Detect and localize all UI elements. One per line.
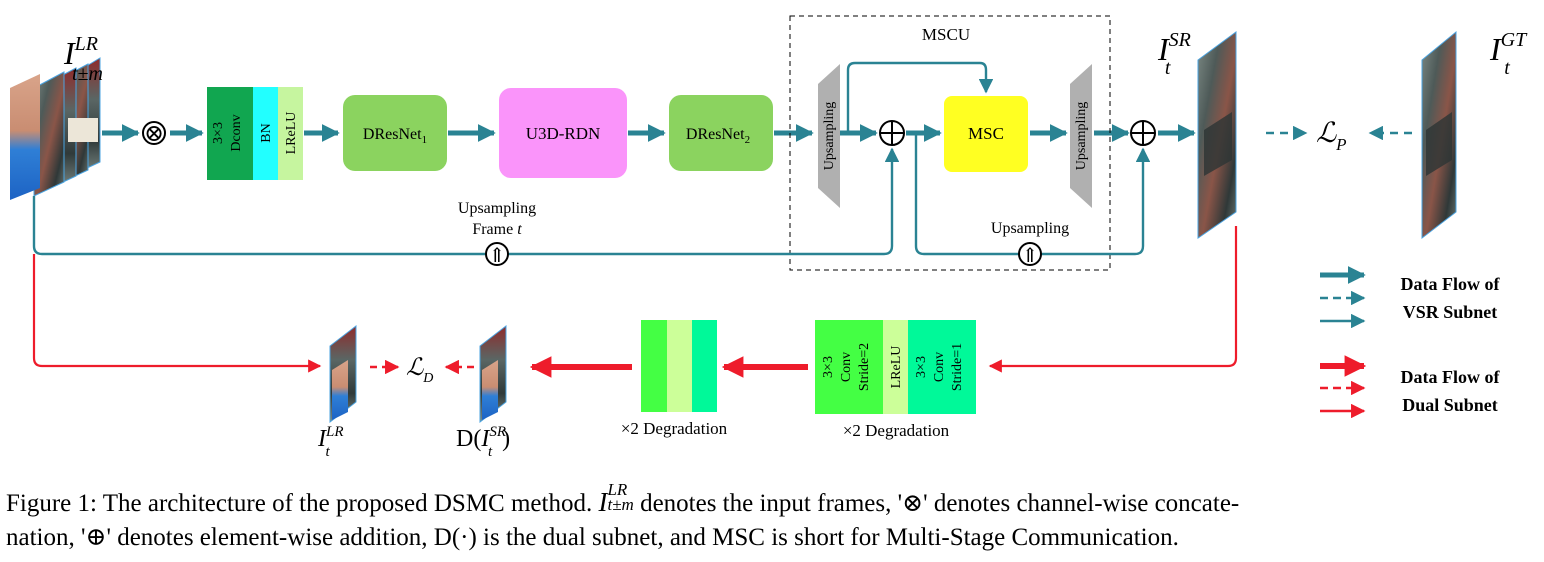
lrelu-label: LReLU: [284, 112, 299, 155]
svg-text:ℒP: ℒP: [1316, 118, 1347, 154]
dresnet2-block: DResNet2: [669, 95, 773, 171]
svg-text:MSC: MSC: [968, 124, 1004, 143]
dual-output-image: [479, 324, 507, 424]
u3d-rdn-block: U3D-RDN: [499, 88, 627, 178]
svg-text:⊗: ⊗: [144, 121, 164, 147]
frame-upsampling-symbol: ⇑: [485, 242, 509, 267]
degradation-block: [641, 320, 717, 412]
inner-upsampling-symbol: ⇑: [1018, 242, 1042, 267]
caption-line-2: nation, '⊕' denotes element-wise additio…: [6, 524, 1179, 552]
caption-line-1: Figure 1: The architecture of the propos…: [6, 480, 1240, 518]
dconv-label: 3×3: [211, 122, 226, 144]
svg-text:ℒD: ℒD: [406, 355, 433, 386]
input-frames-image: [10, 57, 101, 200]
concat-operator: ⊗: [142, 121, 166, 147]
svg-text:Upsampling: Upsampling: [822, 102, 837, 170]
svg-text:Stride=2: Stride=2: [857, 343, 872, 391]
svg-text:U3D-RDN: U3D-RDN: [526, 124, 601, 143]
ground-truth-image: [1421, 30, 1457, 240]
msc-skip-connection: [846, 61, 994, 133]
figure-caption: Figure 1: The architecture of the propos…: [6, 480, 1536, 555]
svg-text:⇑: ⇑: [1022, 245, 1039, 267]
svg-text:Upsampling: Upsampling: [1074, 102, 1089, 170]
legend: Data Flow of VSR Subnet Data Flow of Dua…: [1320, 266, 1501, 419]
lr-frame-image: [329, 324, 357, 424]
degradation-right-label: ×2 Degradation: [843, 421, 950, 440]
loss-p: ℒP: [1266, 118, 1412, 154]
legend-vsr-label-1: Data Flow of: [1401, 274, 1501, 294]
svg-text:DResNet2: DResNet2: [686, 126, 750, 146]
loss-d: ℒD: [370, 355, 474, 386]
add-operator-2: [1130, 120, 1156, 146]
dconv-bn-lrelu-block: 3×3 Dconv BN LReLU: [207, 87, 303, 180]
svg-text:3×3: 3×3: [914, 356, 929, 378]
svg-text:⇑: ⇑: [489, 245, 506, 267]
dual-input-path: [988, 226, 1238, 373]
svg-text:Conv: Conv: [839, 352, 854, 382]
sr-output-image: [1197, 31, 1237, 239]
degradation-left-label: ×2 Degradation: [621, 419, 728, 438]
mscu-region: MSCU: [789, 15, 1111, 271]
svg-text:3×3: 3×3: [821, 356, 836, 378]
upsampling-left-block: Upsampling: [818, 64, 840, 208]
legend-dual-label-2: Dual Subnet: [1402, 395, 1498, 415]
lr-input-path: [32, 254, 322, 373]
frame-upsampling-path: [32, 147, 900, 256]
legend-vsr-label-2: VSR Subnet: [1403, 302, 1498, 322]
add-operator-1: [879, 120, 905, 146]
dresnet1-block: DResNet1: [343, 95, 447, 171]
svg-text:Conv: Conv: [932, 352, 947, 382]
svg-text:LReLU: LReLU: [889, 346, 904, 389]
svg-text:DResNet1: DResNet1: [363, 126, 427, 146]
mscu-title: MSCU: [922, 25, 970, 44]
upsampling-right-block: Upsampling: [1070, 64, 1092, 208]
inner-upsampling-label: Upsampling: [991, 220, 1069, 237]
msc-block: MSC: [944, 96, 1028, 172]
svg-text:Stride=1: Stride=1: [950, 343, 965, 391]
bn-label: BN: [259, 123, 274, 142]
legend-dual-label-1: Data Flow of: [1401, 367, 1501, 387]
dconv-label-2: Dconv: [229, 114, 244, 151]
degradation-conv-block: 3×3 Conv Stride=2 LReLU 3×3 Conv Stride=…: [815, 320, 976, 414]
